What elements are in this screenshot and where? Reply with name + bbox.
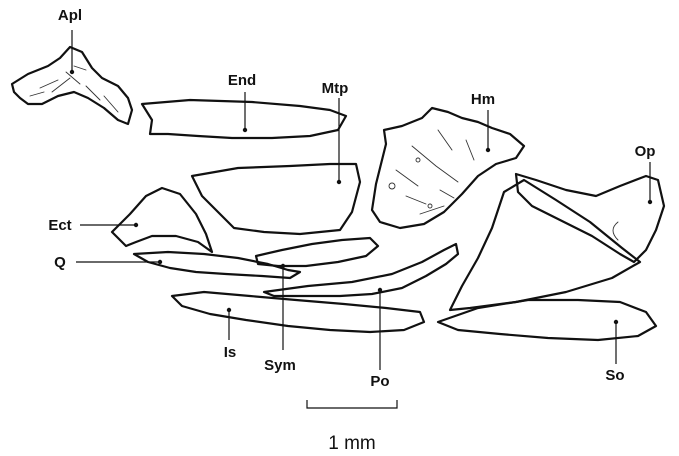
label-po: Po [370, 373, 389, 390]
scale-bar-label: 1 mm [328, 433, 376, 454]
label-sym: Sym [264, 357, 296, 374]
hyomandibular-bone [372, 108, 524, 228]
hyoid-bone [172, 292, 424, 332]
endopterygoid-bone [142, 100, 346, 138]
label-end: End [228, 72, 256, 89]
label-hm: Hm [471, 91, 495, 108]
leader-lines [70, 30, 652, 370]
opercle-bone [516, 174, 664, 262]
label-op: Op [635, 143, 656, 160]
ectopterygoid-bone [112, 188, 212, 252]
label-ect: Ect [48, 217, 71, 234]
label-apl: Apl [58, 7, 82, 24]
interopercle-bone [450, 180, 640, 310]
metapterygoid-bone [192, 164, 360, 234]
label-so: So [605, 367, 624, 384]
scale-bar: 1 mm [307, 400, 397, 454]
symplectic-bone [256, 238, 378, 266]
label-q: Q [54, 254, 66, 271]
label-is: Is [224, 344, 237, 361]
subopercle-bone [438, 300, 656, 340]
bone-labels: Apl End Mtp Hm Op Ect Q Is Sym Po So [48, 7, 655, 390]
label-mtp: Mtp [322, 80, 349, 97]
scale-bar-line [307, 400, 397, 408]
